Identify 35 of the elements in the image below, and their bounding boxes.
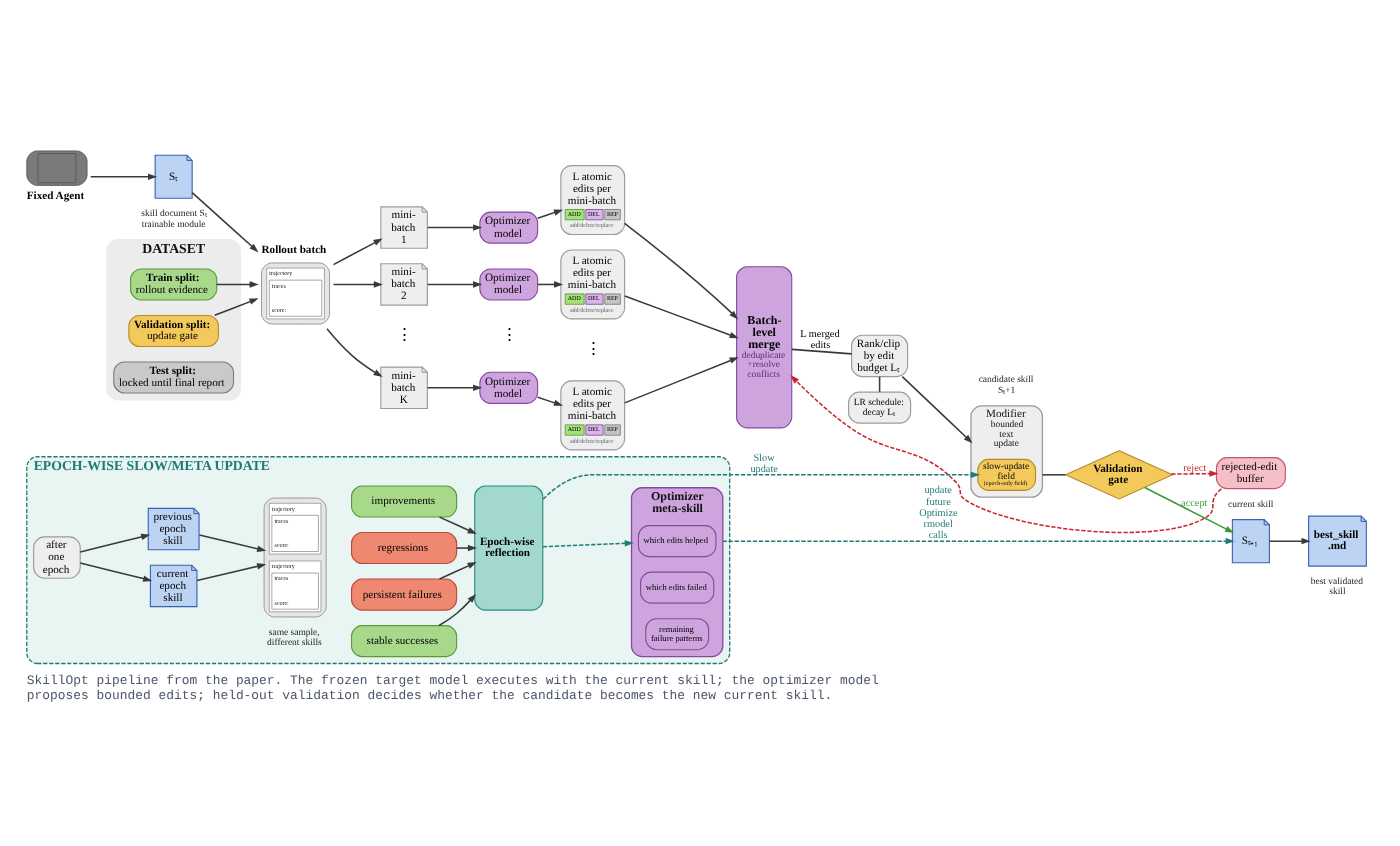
label: ⋮ (500, 323, 519, 344)
arrow (79, 532, 151, 552)
arrow (536, 395, 564, 405)
arrow (326, 326, 383, 377)
arrow (215, 280, 259, 287)
arrow (198, 533, 267, 551)
arrow (623, 221, 739, 319)
arrow (438, 561, 477, 579)
arrow (623, 294, 739, 338)
label: ⋮ (584, 337, 603, 358)
arrow (213, 297, 259, 316)
arrow (89, 172, 158, 179)
arrow (426, 223, 483, 230)
arrow (426, 280, 483, 287)
arrow (1170, 469, 1219, 476)
arrow (196, 562, 267, 581)
arrow (191, 190, 259, 252)
arrow (438, 592, 477, 626)
arrow (426, 383, 483, 391)
arrow (542, 539, 634, 547)
arrow (332, 280, 383, 287)
arrow (1268, 536, 1311, 544)
arrow (332, 237, 383, 265)
connector (1041, 473, 1067, 475)
arrow (455, 543, 478, 551)
arrow (536, 208, 564, 218)
arrow (722, 536, 1235, 544)
arrow (438, 515, 477, 533)
connector (791, 347, 853, 354)
arrow (901, 374, 973, 443)
arrow (1143, 485, 1235, 533)
arrow (542, 470, 981, 499)
arrow (623, 356, 739, 403)
label: ⋮ (395, 323, 414, 344)
arrow (79, 561, 153, 581)
